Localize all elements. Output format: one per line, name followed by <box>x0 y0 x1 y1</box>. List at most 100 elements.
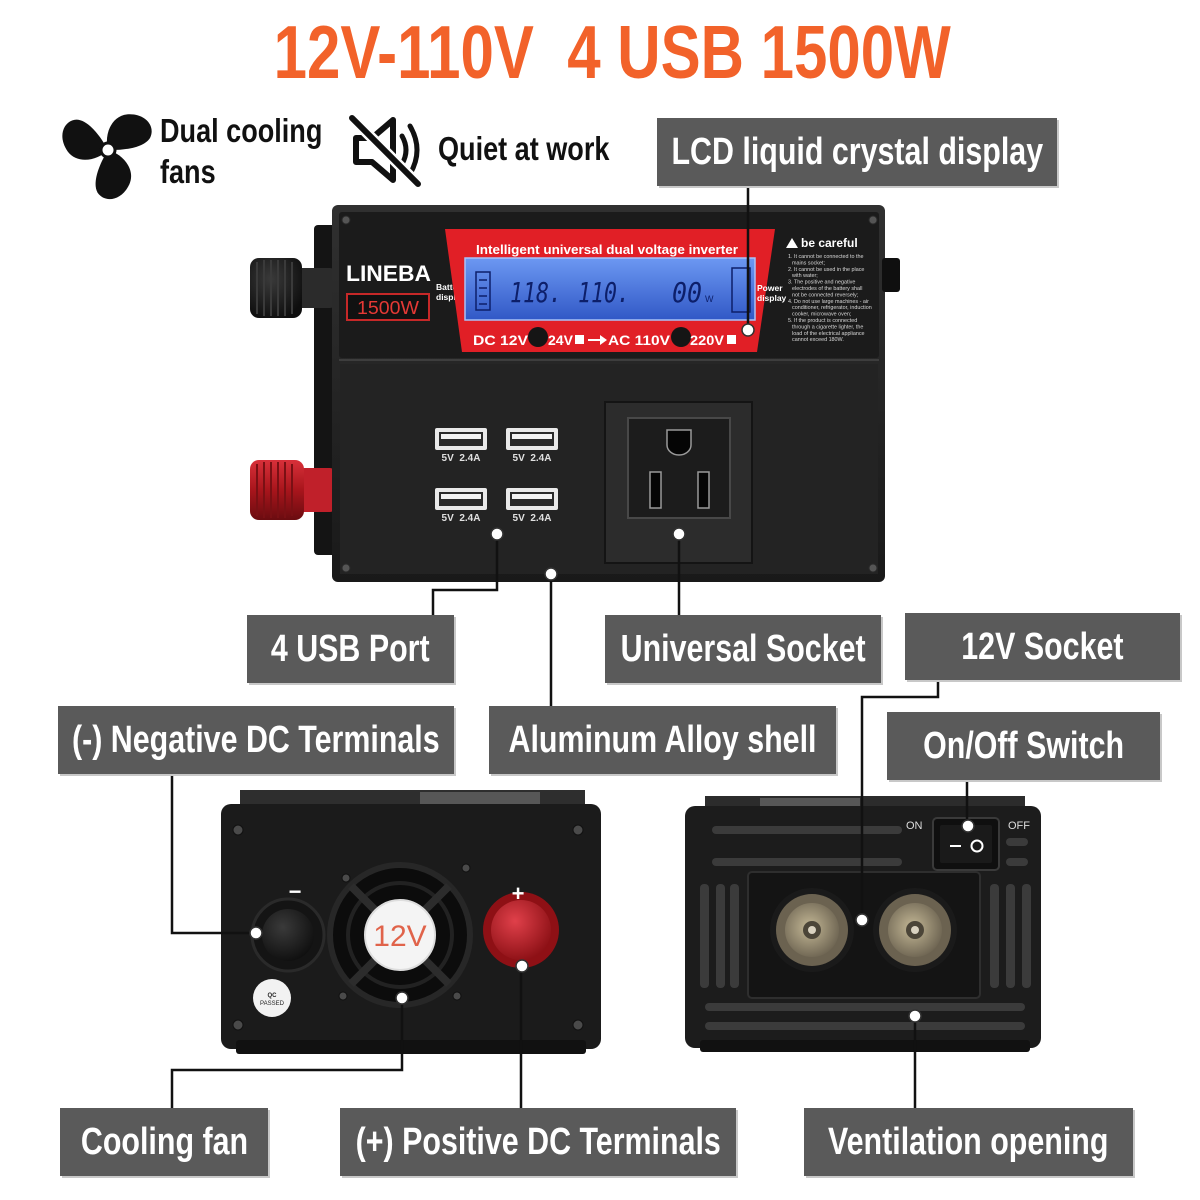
ventilation-slots <box>700 826 1031 1030</box>
leader-dot <box>515 959 529 973</box>
feature-dual-fans-line1: Dual cooling <box>160 112 323 149</box>
leader-dots <box>249 323 975 1023</box>
dc-alt-indicator <box>575 335 584 344</box>
lcd-input-voltage: 118. <box>510 276 562 309</box>
inverter-front-view: LINEBA 1500W Battery display Intelligent… <box>250 205 900 582</box>
leader-lines <box>170 186 969 1108</box>
negative-sign: − <box>289 879 302 904</box>
positive-terminal-front <box>250 460 334 520</box>
warning-line: 2. It cannot be used in the place <box>788 267 864 273</box>
ac-voltage-label: AC 110V <box>608 332 671 348</box>
warning-line: conditioner, refrigerator, induction <box>792 305 872 311</box>
brand-logo: LINEBA <box>346 261 431 286</box>
lcd-power-value: 00 <box>672 276 702 309</box>
battery-label-line2: display <box>436 292 466 302</box>
callout-on-off-switch: On/Off Switch <box>887 712 1160 780</box>
callout-aluminum-shell: Aluminum Alloy shell <box>489 706 836 774</box>
callout-lcd-display-text: LCD liquid crystal display <box>671 131 1043 173</box>
usb-port: 5V 2.4A <box>506 428 558 464</box>
battery-level-icon <box>475 271 491 311</box>
usb-port-rating: 5V 2.4A <box>442 453 481 464</box>
cooling-fan: 12V <box>327 862 473 1008</box>
warning-line: 3. The positive and negative <box>788 280 855 286</box>
leader-dot <box>249 926 263 940</box>
callout-cooling-fan-text: Cooling fan <box>80 1121 248 1163</box>
lcd-button-left <box>528 327 548 347</box>
mute-speaker-icon <box>346 112 424 190</box>
warning-line: mains socket; <box>792 260 825 266</box>
callout-aluminum-shell-text: Aluminum Alloy shell <box>508 719 817 761</box>
car-socket <box>873 888 957 972</box>
warning-line: 1. It cannot be connected to the <box>788 254 864 260</box>
switch-off-label: OFF <box>1008 820 1030 832</box>
leader-dot <box>855 913 869 927</box>
callout-cooling-fan: Cooling fan <box>60 1108 268 1176</box>
leader-usb <box>431 534 499 615</box>
usb-port: 5V 2.4A <box>435 488 487 524</box>
usb-port: 5V 2.4A <box>435 428 487 464</box>
universal-socket <box>604 401 753 564</box>
callout-usb-port: 4 USB Port <box>247 615 454 683</box>
warning-line: 4. Do not use large machines - air <box>788 299 869 305</box>
lcd-banner: Intelligent universal dual voltage inver… <box>476 242 738 257</box>
warning-line: cannot exceed 180W. <box>792 337 844 343</box>
page-title: 12V-110V 4 USB 1500W <box>24 15 1200 90</box>
power-level-icon <box>731 267 751 313</box>
fan-icon <box>56 111 154 207</box>
leader-fan <box>170 998 404 1108</box>
conversion-arrow-icon <box>588 335 607 345</box>
warning-line: not be connected reversely; <box>792 292 859 298</box>
qc-sticker-line2: PASSED <box>260 1001 285 1007</box>
callout-12v-socket: 12V Socket <box>905 613 1180 680</box>
power-label-line2: display <box>757 293 787 303</box>
negative-terminal-front <box>250 258 334 318</box>
usb-port-rating: 5V 2.4A <box>442 513 481 524</box>
callout-ventilation-opening: Ventilation opening <box>804 1108 1133 1176</box>
warning-block: be careful 1. It cannot be connected to … <box>786 236 872 343</box>
callout-positive-terminals-text: (+) Positive DC Terminals <box>355 1121 721 1163</box>
dc-alt-voltage-label: 24V <box>548 332 574 348</box>
callout-negative-terminals: (-) Negative DC Terminals <box>58 706 454 774</box>
leader-dot <box>961 819 975 833</box>
leader-dot <box>490 527 504 541</box>
callout-ventilation-opening-text: Ventilation opening <box>828 1121 1109 1163</box>
fan-voltage-label: 12V <box>373 920 426 953</box>
leader-dot <box>741 323 755 337</box>
leader-dot <box>544 567 558 581</box>
switch-on-label: ON <box>906 820 923 832</box>
ac-alt-indicator <box>727 335 736 344</box>
feature-quiet: Quiet at work <box>438 130 610 167</box>
power-switch-side <box>882 258 900 292</box>
positive-terminal-rear: + <box>483 881 559 968</box>
power-badge: 1500W <box>346 293 430 321</box>
callout-usb-port-text: 4 USB Port <box>271 628 430 670</box>
switch-off-mark <box>970 839 984 853</box>
qc-sticker: QC PASSED <box>253 979 291 1017</box>
lcd-screen <box>464 257 756 321</box>
power-badge-label: 1500W <box>357 298 419 318</box>
callout-universal-socket-text: Universal Socket <box>620 628 866 670</box>
warning-line: 5. If the product is connected <box>788 318 857 324</box>
leader-dot <box>672 527 686 541</box>
callout-universal-socket: Universal Socket <box>605 615 881 683</box>
usb-port-rating: 5V 2.4A <box>513 453 552 464</box>
warning-line: with water; <box>791 273 818 279</box>
leader-dot <box>908 1009 922 1023</box>
leader-dot <box>395 991 409 1005</box>
lcd-power-unit: W <box>705 294 714 304</box>
usb-port-rating: 5V 2.4A <box>513 513 552 524</box>
lcd-display: Intelligent universal dual voltage inver… <box>445 229 775 352</box>
leader-car-socket <box>860 680 940 920</box>
dc-voltage-label: DC 12V <box>473 332 529 348</box>
rear-screws <box>232 824 584 1031</box>
power-label-line1: Power <box>757 283 783 293</box>
positive-sign: + <box>512 881 525 906</box>
lcd-output-voltage: 110. <box>578 276 630 309</box>
warning-title: be careful <box>801 236 858 250</box>
callout-12v-socket-text: 12V Socket <box>961 625 1124 668</box>
warning-line: electrodes of the battery shall <box>792 286 862 292</box>
feature-dual-fans-line2: fans <box>160 153 216 190</box>
warning-line: through a cigarette lighter, the <box>792 324 863 330</box>
